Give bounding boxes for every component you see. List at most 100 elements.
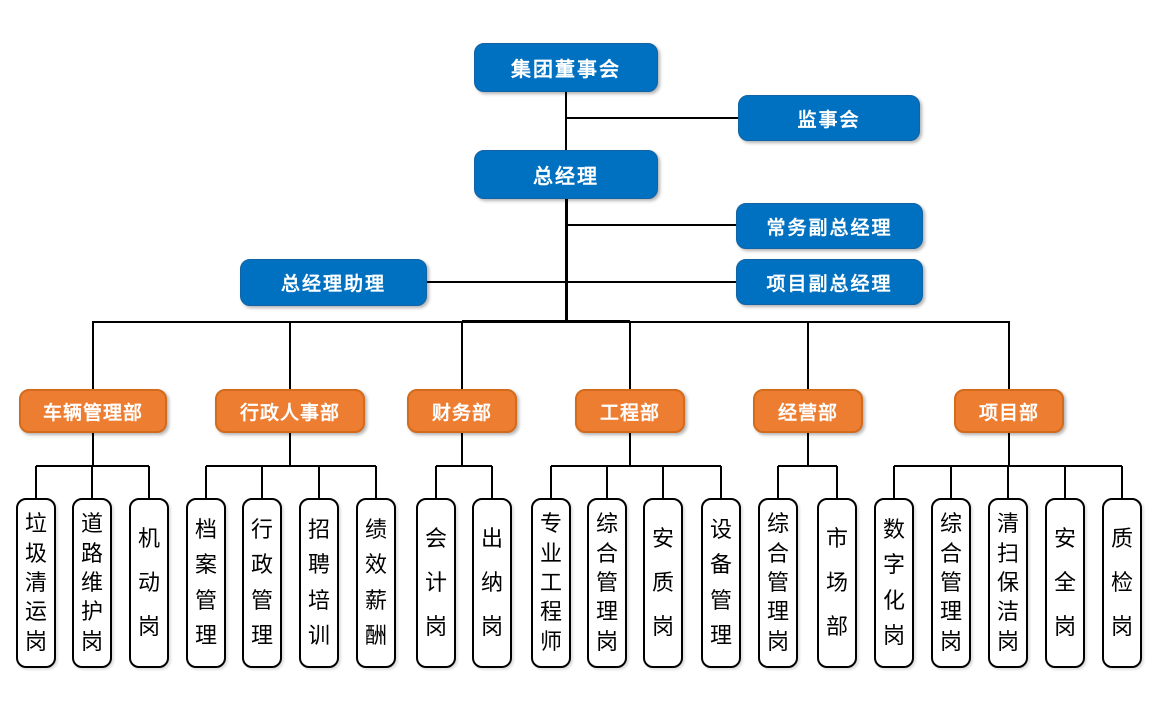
position-box-char: 理 xyxy=(194,622,217,648)
position-box-char: 护 xyxy=(80,599,103,625)
position-box: 招聘培训 xyxy=(299,498,339,668)
position-box-char: 纳 xyxy=(480,570,503,595)
connector-line xyxy=(629,322,631,389)
position-box-char: 合 xyxy=(766,540,789,566)
position-box-char: 岗 xyxy=(424,614,447,639)
position-box-char: 岗 xyxy=(996,628,1019,654)
position-box: 道路维护岗 xyxy=(72,498,112,668)
position-box-char: 理 xyxy=(709,622,732,648)
position-box: 出纳岗 xyxy=(472,498,512,668)
connector-line xyxy=(261,466,263,498)
position-box-char: 质 xyxy=(651,570,674,595)
position-box-char: 机 xyxy=(137,526,160,551)
connector-line xyxy=(836,466,838,498)
general-manager-box: 总经理 xyxy=(474,150,658,199)
position-box-char: 岗 xyxy=(882,622,905,648)
position-box-char: 运 xyxy=(24,599,47,625)
position-box-char: 综 xyxy=(595,511,618,537)
position-box-char: 管 xyxy=(709,587,732,613)
department-box-finance: 财务部 xyxy=(407,389,517,433)
position-box-char: 综 xyxy=(939,511,962,537)
position-box-char: 案 xyxy=(194,552,217,578)
position-box-char: 行 xyxy=(250,517,273,543)
position-box-char: 岗 xyxy=(1053,614,1076,639)
position-box-char: 培 xyxy=(307,587,330,613)
position-box-char: 酬 xyxy=(364,622,387,648)
connector-line xyxy=(461,322,463,389)
connector-line xyxy=(606,466,608,498)
project-deputy-gm-box: 项目副总经理 xyxy=(736,259,923,305)
position-box-char: 岗 xyxy=(480,614,503,639)
connector-line xyxy=(566,224,736,226)
position-box-char: 程 xyxy=(539,599,562,625)
department-box-project: 项目部 xyxy=(954,389,1064,433)
position-box-char: 计 xyxy=(424,570,447,595)
position-box-char: 路 xyxy=(80,540,103,566)
position-box-char: 理 xyxy=(250,622,273,648)
department-box-admin-hr: 行政人事部 xyxy=(215,389,365,433)
position-box-char: 管 xyxy=(250,587,273,613)
position-box-char: 岗 xyxy=(80,628,103,654)
department-box-business-operations: 经营部 xyxy=(753,389,863,433)
connector-line xyxy=(289,322,291,389)
connector-line xyxy=(427,281,736,283)
position-box-char: 洁 xyxy=(996,599,1019,625)
position-box-char: 岗 xyxy=(939,628,962,654)
connector-line xyxy=(289,433,291,466)
position-box-char: 岗 xyxy=(595,628,618,654)
position-box-char: 训 xyxy=(307,622,330,648)
position-box: 数字化岗 xyxy=(874,498,914,668)
connector-line xyxy=(565,199,568,322)
position-box: 安全岗 xyxy=(1045,498,1085,668)
position-box-char: 业 xyxy=(539,540,562,566)
connector-line xyxy=(807,433,809,466)
position-box-char: 招 xyxy=(307,517,330,543)
connector-line xyxy=(807,322,809,389)
position-box: 专业工程师 xyxy=(531,498,571,668)
board-box: 集团董事会 xyxy=(474,43,658,92)
position-box-char: 理 xyxy=(766,599,789,625)
position-box-char: 字 xyxy=(882,552,905,578)
connector-line xyxy=(629,433,631,466)
connector-line xyxy=(435,466,437,498)
position-box-char: 合 xyxy=(939,540,962,566)
position-box-char: 理 xyxy=(939,599,962,625)
position-box-char: 质 xyxy=(1110,526,1133,551)
connector-line xyxy=(1064,466,1066,498)
position-box-char: 市 xyxy=(825,526,848,551)
position-box-char: 专 xyxy=(539,511,562,537)
position-box: 综合管理岗 xyxy=(931,498,971,668)
connector-line xyxy=(1008,433,1010,466)
position-box: 市场部 xyxy=(817,498,857,668)
position-box: 绩效薪酬 xyxy=(356,498,396,668)
connector-line xyxy=(436,465,492,467)
position-box-char: 聘 xyxy=(307,552,330,578)
position-box-char: 政 xyxy=(250,552,273,578)
gm-assistant-box: 总经理助理 xyxy=(240,259,427,306)
position-box: 质检岗 xyxy=(1102,498,1142,668)
position-box-char: 清 xyxy=(24,569,47,595)
position-box: 设备管理 xyxy=(701,498,741,668)
position-box-char: 管 xyxy=(766,569,789,595)
connector-line xyxy=(35,466,37,498)
position-box-char: 安 xyxy=(1053,526,1076,551)
position-box: 机动岗 xyxy=(129,498,169,668)
supervisory-board-box: 监事会 xyxy=(738,95,920,141)
position-box-char: 岗 xyxy=(24,628,47,654)
position-box-char: 检 xyxy=(1110,570,1133,595)
connector-line xyxy=(92,433,94,466)
position-box: 清扫保洁岗 xyxy=(988,498,1028,668)
connector-line xyxy=(1007,466,1009,498)
position-box: 综合管理岗 xyxy=(587,498,627,668)
position-box-char: 道 xyxy=(80,511,103,537)
position-box-char: 数 xyxy=(882,517,905,543)
position-box-char: 垃 xyxy=(24,511,47,537)
position-box-char: 理 xyxy=(595,599,618,625)
position-box: 档案管理 xyxy=(186,498,226,668)
position-box: 行政管理 xyxy=(242,498,282,668)
position-box-char: 会 xyxy=(424,526,447,551)
position-box-char: 部 xyxy=(825,614,848,639)
position-box-char: 扫 xyxy=(996,540,1019,566)
position-box-char: 清 xyxy=(996,511,1019,537)
position-box: 会计岗 xyxy=(416,498,456,668)
